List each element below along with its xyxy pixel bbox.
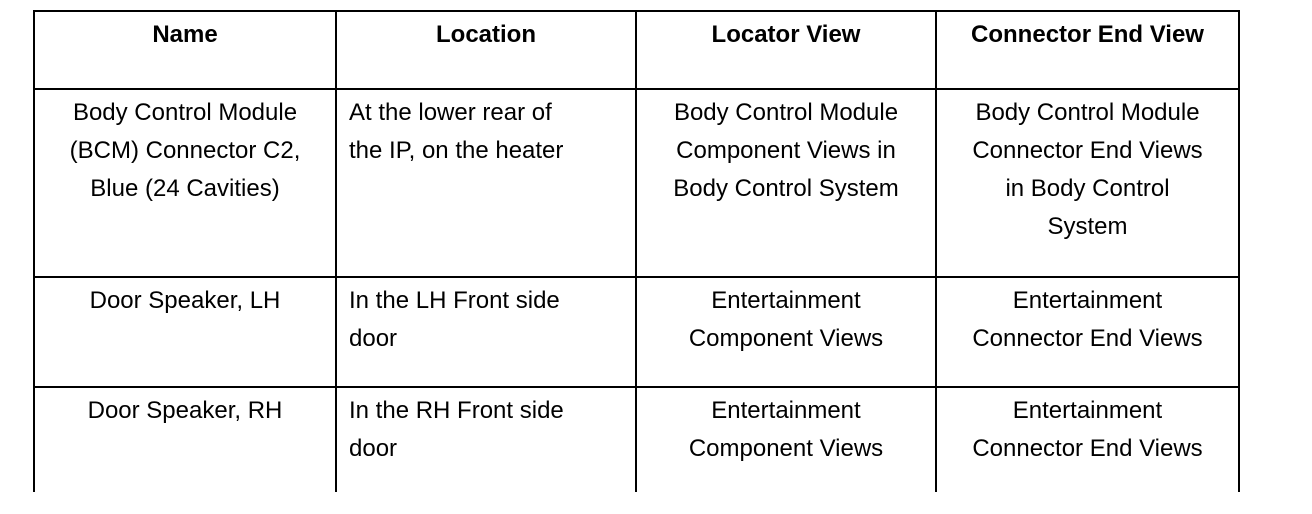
cell-name: Body Control Module (BCM) Connector C2, … <box>33 88 337 277</box>
table-row: Door Speaker, RH In the RH Front side do… <box>33 386 1240 492</box>
header-name: Name <box>33 10 337 89</box>
cell-locator-view: Entertainment Component Views <box>635 276 937 387</box>
connector-table: Name Location Locator View Connector End… <box>33 10 1240 492</box>
cell-connector-end-view: Entertainment Connector End Views <box>935 276 1240 387</box>
cell-location: In the RH Front side door <box>335 386 637 492</box>
cell-connector-end-view: Entertainment Connector End Views <box>935 386 1240 492</box>
header-locator-view: Locator View <box>635 10 937 89</box>
table-row: Body Control Module (BCM) Connector C2, … <box>33 88 1240 277</box>
header-location: Location <box>335 10 637 89</box>
cell-location: At the lower rear of the IP, on the heat… <box>335 88 637 277</box>
header-row: Name Location Locator View Connector End… <box>33 10 1240 89</box>
cell-connector-end-view: Body Control Module Connector End Views … <box>935 88 1240 277</box>
cell-location: In the LH Front side door <box>335 276 637 387</box>
header-connector-end-view: Connector End View <box>935 10 1240 89</box>
table-row: Door Speaker, LH In the LH Front side do… <box>33 276 1240 387</box>
cell-locator-view: Entertainment Component Views <box>635 386 937 492</box>
cell-name: Door Speaker, RH <box>33 386 337 492</box>
cell-name: Door Speaker, LH <box>33 276 337 387</box>
cell-locator-view: Body Control Module Component Views in B… <box>635 88 937 277</box>
